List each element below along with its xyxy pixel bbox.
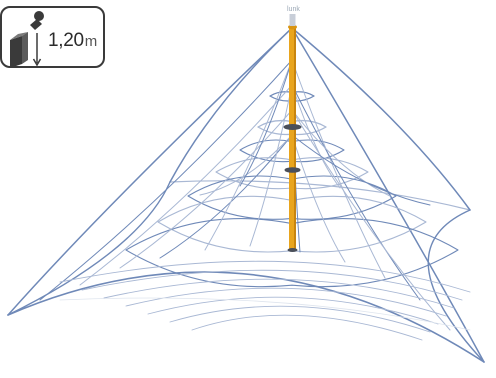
rope-line (7, 27, 293, 316)
rope-line (291, 84, 341, 189)
fall-height-badge: 1,20m (0, 6, 105, 68)
rope-line (7, 271, 485, 363)
rope-line (291, 59, 386, 279)
rope-line (125, 287, 447, 317)
rope-line (239, 59, 293, 187)
rope-line (59, 297, 471, 331)
rope-line (119, 109, 293, 269)
rope-line (291, 109, 391, 197)
rope-line (79, 84, 293, 286)
rope-line (159, 134, 293, 259)
rope-line (291, 109, 451, 331)
rope-line (147, 296, 439, 325)
rope-line (169, 180, 471, 211)
fall-height-number: 1,20 (48, 30, 84, 51)
rope-line (103, 278, 455, 309)
rope-line (199, 134, 293, 196)
rope-line (204, 59, 293, 251)
rope-line (191, 314, 423, 341)
rope-line (291, 27, 471, 211)
mast-label: lunk (287, 6, 300, 13)
rope-line (169, 305, 431, 333)
rope-line (81, 269, 463, 301)
rope-line (59, 260, 471, 293)
rope-line (7, 181, 171, 316)
person-drop-icon (4, 6, 48, 68)
rope-line (291, 134, 431, 206)
rope-line (157, 195, 427, 253)
rope-net (7, 27, 485, 363)
fall-height-value: 1,20m (48, 30, 97, 52)
rope-line (291, 27, 485, 363)
rope-line (125, 218, 459, 288)
mast (288, 14, 297, 251)
rope-line (169, 27, 293, 183)
down-arrow-icon (32, 33, 42, 67)
rope-line (239, 139, 345, 163)
rope-line (249, 84, 293, 247)
mast-hubs (283, 124, 302, 252)
rope-line (269, 91, 315, 102)
rope-line (291, 84, 421, 301)
fall-height-unit: m (84, 33, 98, 50)
rope-line (291, 134, 346, 263)
rope-line (427, 209, 485, 363)
rope-line (39, 59, 293, 301)
